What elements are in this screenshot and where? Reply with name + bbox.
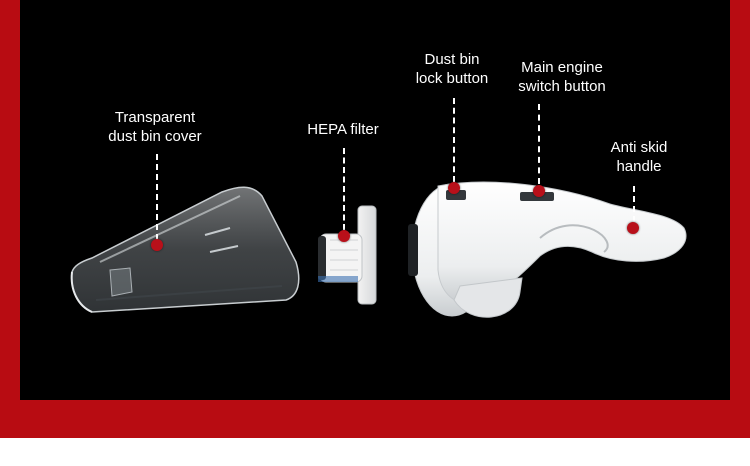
dust-bin-cover-label-line1: Transparent [114, 109, 196, 126]
lock-button-marker [448, 182, 460, 194]
hepa-filter-image [318, 205, 377, 305]
dust-bin-cover-marker [151, 239, 163, 251]
black-panel [20, 0, 730, 400]
switch-button-label-line2: switch button [518, 78, 606, 95]
dust-bin-cover-label-line2: dust bin cover [108, 128, 202, 145]
handle-label: Anti skid handle [596, 138, 682, 176]
lock-button-label-line1: Dust bin [424, 51, 480, 68]
dust-bin-cover-leader [156, 154, 158, 240]
lock-button-label-line2: lock button [415, 70, 489, 87]
hepa-filter-marker [338, 230, 350, 242]
hepa-filter-leader [343, 148, 345, 230]
switch-button-label: Main engine switch button [504, 58, 620, 96]
handle-label-line1: Anti skid [610, 139, 668, 156]
hepa-filter-label: HEPA filter [288, 120, 398, 139]
dust-bin-cover-image [70, 186, 300, 313]
switch-button-leader [538, 104, 540, 184]
handle-leader [633, 186, 635, 222]
lock-button-leader [453, 98, 455, 182]
handle-marker [627, 222, 639, 234]
lock-button-label: Dust bin lock button [400, 50, 504, 88]
dust-bin-cover-label: Transparent dust bin cover [95, 108, 215, 146]
vacuum-body-image [408, 181, 687, 318]
handle-label-line2: handle [616, 158, 662, 175]
switch-button-label-line1: Main engine [521, 59, 603, 76]
switch-button-marker [533, 185, 545, 197]
hepa-filter-label-line1: HEPA filter [307, 121, 379, 138]
